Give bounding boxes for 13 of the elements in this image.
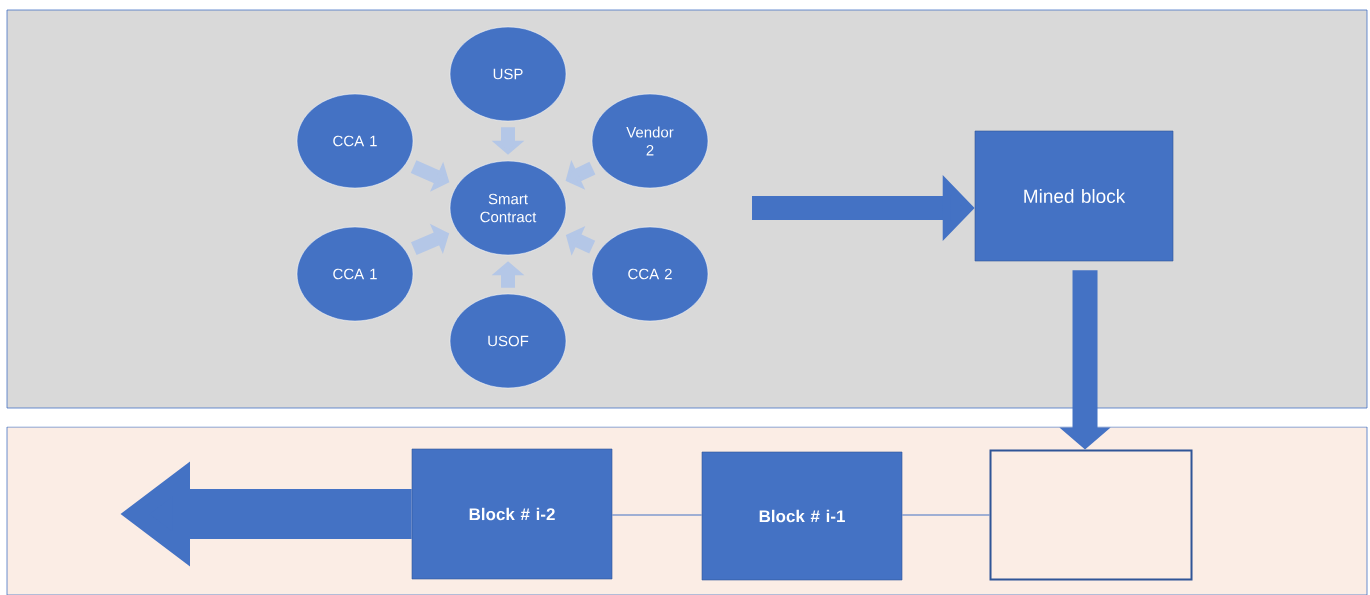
empty-box: [989, 449, 1193, 581]
block-box: Block # i-1: [701, 451, 903, 581]
circle-node: USP: [449, 26, 567, 122]
circle-node: USOF: [449, 293, 567, 389]
connector-line: [901, 514, 991, 516]
connector-line: [611, 514, 703, 516]
circle-node: Vendor 2: [591, 93, 709, 189]
circle-node: CCA 1: [296, 93, 414, 189]
circle-node: CCA 1: [296, 226, 414, 322]
block-box: Block # i-2: [411, 448, 613, 580]
circle-node: CCA 2: [591, 226, 709, 322]
circle-node: Smart Contract: [449, 160, 567, 256]
process-box: Mined block: [974, 130, 1174, 262]
